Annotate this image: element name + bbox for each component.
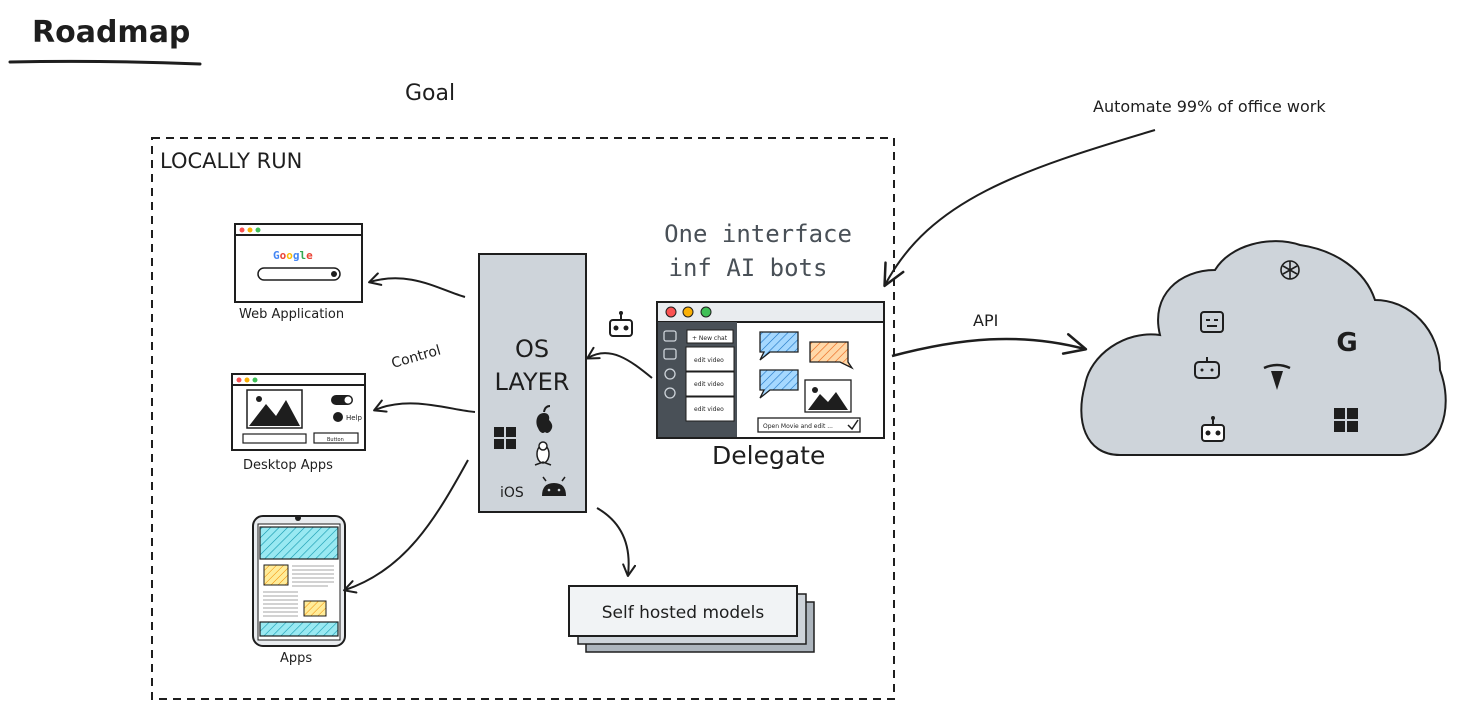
os-layer-title-1: OS <box>515 335 549 363</box>
apple-icon <box>536 405 553 433</box>
close-dot-icon[interactable] <box>665 306 677 318</box>
help-icon[interactable] <box>333 412 343 422</box>
new-chat-label: + New chat <box>692 335 728 342</box>
os-layer-box <box>478 253 587 513</box>
web-app-window <box>234 223 363 303</box>
web-application: Google Web Application <box>234 223 363 322</box>
search-input[interactable] <box>257 267 341 281</box>
delegate-app: + New chat edit video edit video edit vi… <box>656 301 885 470</box>
control-label: Control <box>390 343 443 372</box>
self-hosted-card <box>568 585 798 637</box>
maximize-dot-icon[interactable] <box>700 306 712 318</box>
api-label: API <box>973 311 998 330</box>
settings-icon[interactable] <box>664 368 676 380</box>
mountain-image-icon <box>808 392 848 410</box>
minimize-dot-icon[interactable] <box>682 306 694 318</box>
text-field[interactable] <box>242 433 307 444</box>
region-label: LOCALLY RUN <box>160 149 302 173</box>
linux-icon <box>534 441 552 466</box>
windows-icon <box>1334 408 1358 432</box>
phone-camera-icon <box>295 515 301 521</box>
google-logo: Google <box>273 249 313 262</box>
delegate-titlebar <box>656 301 885 323</box>
prompt-input-text: Open Movie and edit ... <box>763 423 833 430</box>
chat-item[interactable] <box>685 371 735 397</box>
phone-footer-block <box>259 621 339 637</box>
robot-head-icon <box>1201 416 1225 442</box>
phone-header-block <box>259 526 339 560</box>
send-check-icon[interactable] <box>847 419 859 431</box>
mobile-apps: Apps <box>252 515 346 666</box>
message-bubble-user <box>759 369 799 399</box>
locally-run-region <box>151 137 895 700</box>
message-bubble-user <box>759 331 799 361</box>
annotation-arrow <box>883 129 1156 288</box>
new-chat-button[interactable] <box>686 329 734 344</box>
minimize-dot-icon <box>244 377 250 383</box>
chat-item[interactable] <box>685 346 735 372</box>
mountain-image-icon <box>249 400 300 426</box>
button-text: Button <box>327 437 344 443</box>
ios-label: iOS <box>500 485 524 501</box>
self-hosted-label: Self hosted models <box>602 603 765 623</box>
automate-annotation: Automate 99% of office work <box>1093 97 1326 116</box>
android-icon <box>542 476 566 496</box>
desktop-button[interactable] <box>313 432 359 444</box>
phone-image-block-2 <box>303 600 327 617</box>
interface-caption-2: inf AI bots <box>669 254 828 282</box>
windows-icon <box>494 427 516 449</box>
os-layer-title-2: LAYER <box>495 368 570 396</box>
apps-label: Apps <box>280 651 312 666</box>
api-arrow <box>891 333 1088 358</box>
arrow-os-to-web <box>368 272 466 298</box>
google-g-icon: G <box>1336 328 1357 358</box>
chat-item[interactable] <box>685 396 735 422</box>
chat-icon[interactable] <box>663 330 677 342</box>
maximize-dot-icon <box>252 377 258 383</box>
robot-icon <box>609 311 633 337</box>
bot-icon <box>1194 357 1220 379</box>
robot-face-icon <box>1200 311 1224 333</box>
arrow-os-to-desktop <box>373 399 476 413</box>
prompt-input[interactable] <box>757 417 861 433</box>
goal-label: Goal <box>405 81 455 106</box>
os-layer: OS LAYER iOS <box>478 253 587 513</box>
bot-icon[interactable] <box>663 348 677 360</box>
arrow-delegate-to-os <box>586 346 653 379</box>
chat-item-label: edit video <box>694 406 724 413</box>
self-hosted-models: Self hosted models <box>568 585 815 653</box>
message-bubble-bot <box>809 341 854 370</box>
minimize-dot-icon <box>247 227 253 233</box>
maximize-dot-icon <box>255 227 261 233</box>
desktop-apps-label: Desktop Apps <box>243 458 333 473</box>
chat-item-label: edit video <box>694 381 724 388</box>
phone-image-block <box>263 564 289 586</box>
help-icon[interactable] <box>664 387 676 399</box>
openai-icon <box>1280 260 1300 280</box>
help-text: Help <box>346 414 363 422</box>
cloud-shape <box>1080 240 1447 456</box>
search-icon[interactable] <box>331 271 337 277</box>
page-title: Roadmap <box>32 15 190 50</box>
tesla-icon <box>1263 363 1291 390</box>
chat-item-label: edit video <box>694 357 724 364</box>
close-dot-icon <box>236 377 242 383</box>
title-underline <box>8 59 202 66</box>
web-app-label: Web Application <box>239 307 344 322</box>
interface-caption-1: One interface <box>664 220 852 248</box>
arrow-os-to-mobile <box>343 459 469 594</box>
arrow-os-to-models <box>596 507 637 577</box>
close-dot-icon <box>239 227 245 233</box>
delegate-label: Delegate <box>712 441 825 470</box>
desktop-apps: Help Button Desktop Apps <box>231 373 366 473</box>
cloud: G <box>1080 240 1447 456</box>
